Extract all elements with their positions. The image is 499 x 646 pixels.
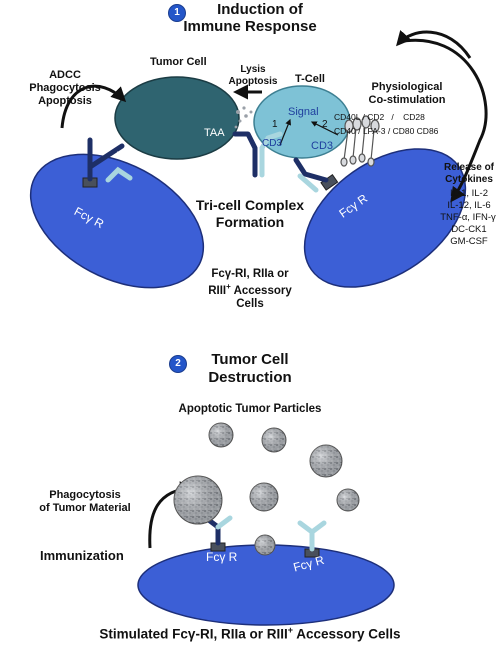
cytokines-label: Cytokines bbox=[445, 174, 493, 185]
cytokine-tnf-ifn: TNF-α, IFN-γ bbox=[440, 212, 496, 223]
signal-2-arrow bbox=[310, 121, 339, 136]
cytokine-il12-il6: IL-12, IL-6 bbox=[447, 200, 491, 211]
bottom-caption-main: Stimulated Fcγ-RI, RIIa or RIII bbox=[99, 626, 288, 642]
costimulation-label: Co-stimulation bbox=[368, 94, 446, 106]
stimulated-accessory-cell bbox=[137, 544, 395, 626]
costimulation-molecules bbox=[340, 115, 380, 167]
accessory-caption-riii: RIII bbox=[208, 284, 227, 297]
adcc-label: ADCC bbox=[49, 69, 81, 81]
apoptotic-tumor-particles bbox=[173, 422, 360, 556]
taa-left-label: TAA bbox=[117, 150, 138, 162]
tumor-cell bbox=[114, 76, 240, 160]
cd3-right-label: CD3 bbox=[311, 140, 334, 152]
lysis-apoptosis-label: Apoptosis bbox=[228, 76, 278, 87]
bottom-caption-sup: + bbox=[287, 625, 293, 635]
cytokine-arrow-lower bbox=[397, 38, 488, 203]
tri-cell-title-line1: Tri-cell Complex bbox=[195, 197, 305, 213]
bispecific-antibody bbox=[232, 131, 283, 178]
lysis-label: Lysis bbox=[240, 64, 266, 75]
adcc-arrow bbox=[60, 84, 127, 129]
section1-title-line1: Induction of bbox=[217, 1, 303, 18]
physiological-label: Physiological bbox=[371, 81, 443, 93]
bottom-antibody-right bbox=[297, 520, 327, 552]
section2-title-line2: Destruction bbox=[208, 369, 292, 386]
accessory-caption-line3: Cells bbox=[236, 298, 264, 310]
costim-pairs-line1: CD40L / CD2 / CD28 bbox=[334, 112, 425, 122]
phagocytosis-label: Phagocytosis bbox=[49, 489, 121, 501]
accessory-caption-line2: RIII+ Accessory bbox=[180, 282, 320, 298]
tumor-cell-title: Tumor Cell bbox=[150, 56, 207, 68]
cytokine-il1-il2: IL-1, IL-2 bbox=[449, 188, 489, 199]
signal-label: Signal bbox=[288, 106, 319, 118]
adcc-apoptosis-label: Apoptosis bbox=[38, 95, 92, 107]
lysis-contact-dots bbox=[234, 106, 253, 129]
bottom-fc-receptor-left-label: Fcγ R bbox=[206, 550, 238, 564]
cytokine-dcck1: DC-CK1 bbox=[451, 224, 487, 235]
taa-right-label: TAA bbox=[204, 127, 225, 139]
signal-1-label: 1 bbox=[272, 119, 278, 130]
bottom-caption-tail: Accessory Cells bbox=[292, 626, 401, 642]
t-cell-title: T-Cell bbox=[295, 73, 325, 85]
left-accessory-cell bbox=[29, 153, 205, 289]
section1-title-line2: Immune Response bbox=[183, 18, 317, 35]
tri-cell-title-line2: Formation bbox=[215, 214, 285, 230]
signal-2-label: 2 bbox=[322, 119, 328, 130]
right-accessory-cell bbox=[303, 148, 467, 288]
cd3-left-label: CD3 bbox=[262, 138, 283, 149]
cytokine-gmcsf: GM-CSF bbox=[450, 236, 488, 247]
left-antibody bbox=[87, 137, 133, 183]
accessory-caption-sup: + bbox=[226, 282, 231, 291]
step-2-badge: 2 bbox=[169, 355, 187, 373]
release-label: Release of bbox=[443, 162, 495, 173]
tumor-material-label: of Tumor Material bbox=[39, 502, 131, 514]
bottom-caption: Stimulated Fcγ-RI, RIIa or RIII+ Accesso… bbox=[20, 625, 480, 642]
immunization-label: Immunization bbox=[40, 548, 124, 563]
adcc-phagocytosis-label: Phagocytosis bbox=[29, 82, 101, 94]
right-antibody bbox=[293, 157, 329, 193]
apoptotic-particles-label: Apoptotic Tumor Particles bbox=[178, 403, 322, 415]
step-1-badge: 1 bbox=[168, 4, 186, 22]
accessory-caption-line1: Fcγ-RI, RIIa or bbox=[211, 268, 289, 280]
signal-1-arrow bbox=[279, 118, 292, 146]
section2-title-line1: Tumor Cell bbox=[211, 351, 289, 368]
accessory-caption-accessory: Accessory bbox=[230, 284, 292, 297]
cytokine-arrow-upper bbox=[396, 30, 472, 59]
costim-pairs-line2: CD40 / LFA-3 / CD80 CD86 bbox=[334, 126, 439, 136]
bottom-antibody-left bbox=[203, 515, 233, 546]
